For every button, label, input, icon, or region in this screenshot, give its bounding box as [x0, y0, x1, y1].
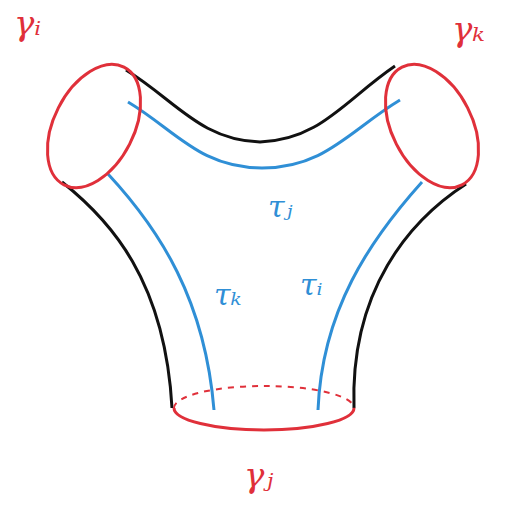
seam-label: τⱼ [268, 192, 293, 222]
seam-tau-i [318, 182, 422, 410]
outline-right [354, 184, 466, 408]
boundary-label: γⱼ [244, 458, 273, 492]
seam-label: τₖ [214, 280, 242, 310]
boundary-gamma-k [366, 49, 497, 203]
boundary-gamma-j-front [174, 408, 354, 430]
boundary-label: γₖ [452, 12, 485, 46]
seam-tau-k [108, 174, 214, 410]
seam-label: τᵢ [300, 270, 323, 300]
boundary-gamma-j-back [174, 386, 354, 408]
outline-left [62, 182, 172, 408]
seam-tau-j [128, 100, 400, 168]
boundary-gamma-i [28, 49, 159, 203]
boundary-label: γᵢ [14, 6, 41, 40]
